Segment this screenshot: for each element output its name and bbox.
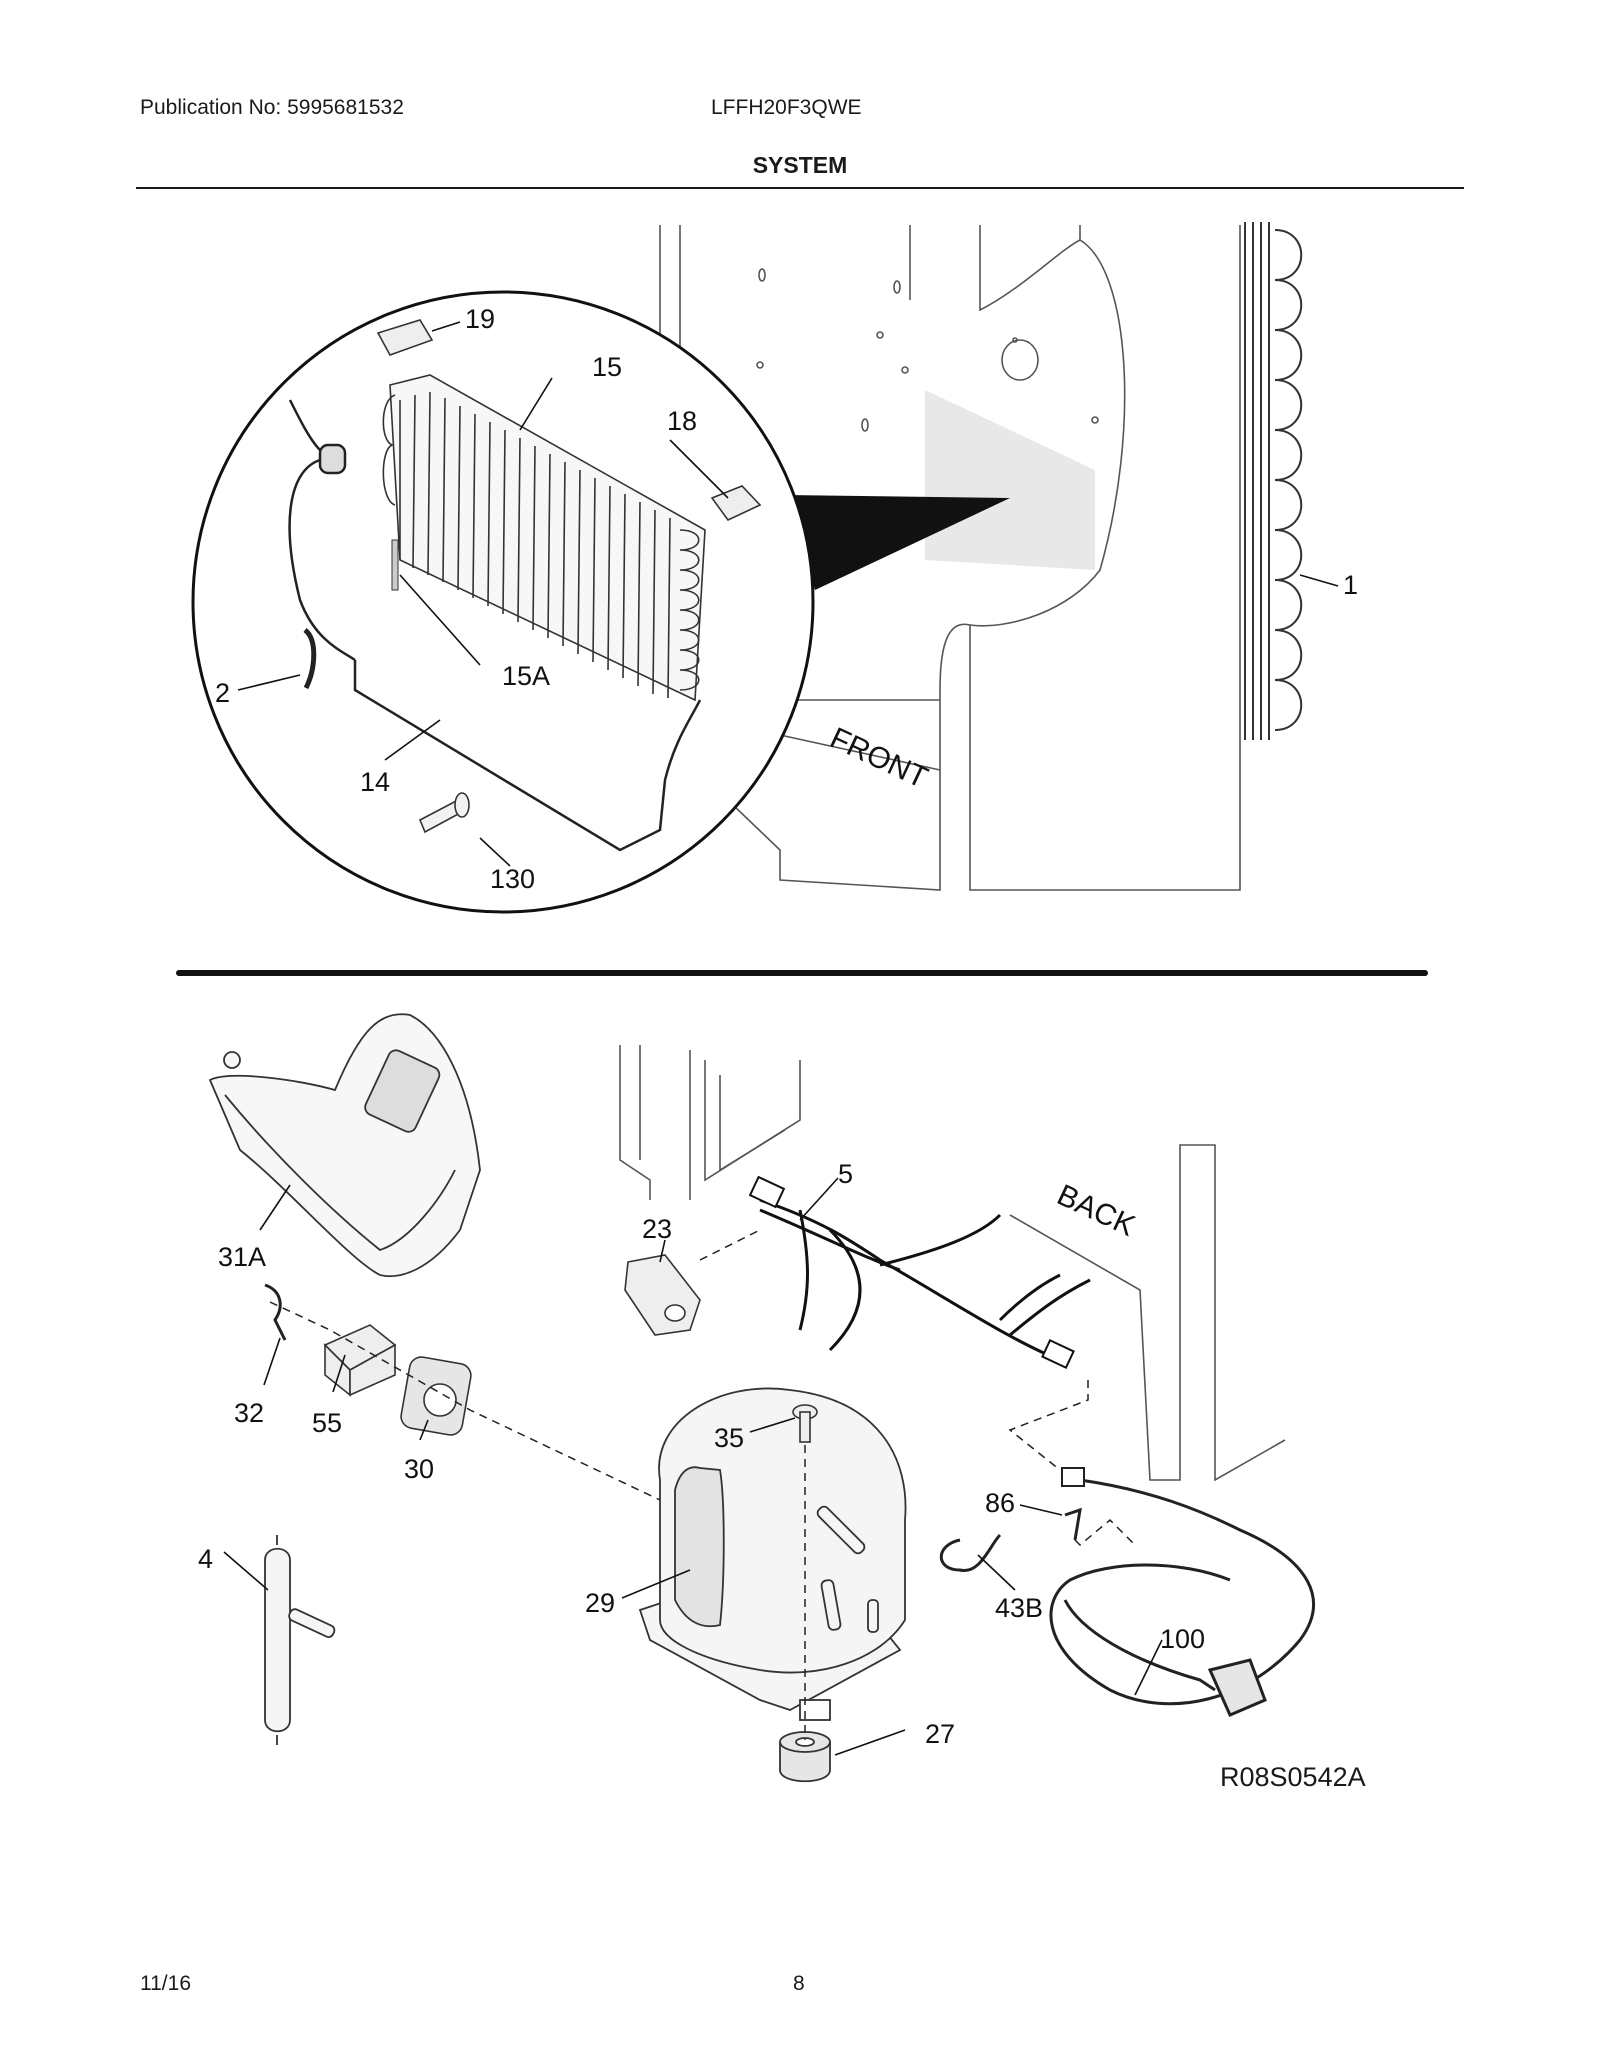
model-number: LFFH20F3QWE <box>711 96 862 119</box>
label-55: 55 <box>312 1408 342 1438</box>
cabinet-front-label: FRONT <box>825 721 933 795</box>
label-5: 5 <box>838 1159 853 1189</box>
cabinet-back-label: BACK <box>1052 1178 1140 1242</box>
part-29-compressor <box>638 1387 907 1721</box>
part-4-drier <box>264 1535 336 1745</box>
label-23: 23 <box>642 1214 672 1244</box>
label-15a: 15A <box>502 661 550 691</box>
page-number: 8 <box>793 1972 805 1995</box>
part-15a-sensor <box>391 539 399 591</box>
label-100: 100 <box>1160 1624 1205 1654</box>
label-15: 15 <box>592 352 622 382</box>
callout-pointer <box>785 495 1010 590</box>
footer-date: 11/16 <box>140 1972 191 1995</box>
defrost-heater-wiring <box>288 399 702 852</box>
part-23-device <box>624 1254 701 1336</box>
label-31a: 31A <box>218 1242 266 1272</box>
part-31a-drain-pan <box>208 1013 481 1278</box>
part-100-power-cord <box>1049 1467 1315 1717</box>
part-19-block <box>376 319 434 356</box>
label-4: 4 <box>198 1544 213 1574</box>
label-86: 86 <box>985 1488 1015 1518</box>
label-19: 19 <box>465 304 495 334</box>
top-leader-lines <box>237 321 1339 867</box>
top-part-labels: 19 15 18 1 2 15A 14 130 <box>215 304 1358 894</box>
part-30-overload <box>400 1356 472 1436</box>
label-2: 2 <box>215 678 230 708</box>
label-30: 30 <box>404 1454 434 1484</box>
part-32-clip <box>264 1283 287 1341</box>
cabinet-rear-view <box>619 1045 1286 1482</box>
evaporator-assembly <box>382 374 706 702</box>
part-130-pin <box>418 792 470 834</box>
part-86-screw <box>1064 1507 1082 1541</box>
header-divider <box>136 187 1464 189</box>
label-35: 35 <box>714 1423 744 1453</box>
label-18: 18 <box>667 406 697 436</box>
part-35-bolt <box>792 1404 818 1443</box>
bottom-leader-lines <box>223 1177 1163 1756</box>
label-43b: 43B <box>995 1593 1043 1623</box>
label-130: 130 <box>490 864 535 894</box>
assembly-dash-lines <box>269 1229 1136 1740</box>
part-2-clip <box>303 628 317 690</box>
label-27: 27 <box>925 1719 955 1749</box>
label-14: 14 <box>360 767 390 797</box>
part-5-wire-harness <box>748 1175 1091 1369</box>
label-29: 29 <box>585 1588 615 1618</box>
label-32: 32 <box>234 1398 264 1428</box>
bottom-part-labels: 31A 5 23 32 55 30 35 86 4 29 43B 100 27 <box>198 1159 1205 1749</box>
evaporator-location-shade <box>925 390 1095 570</box>
label-1: 1 <box>1343 570 1358 600</box>
section-divider <box>176 970 1428 976</box>
part-43b-clip <box>939 1533 1002 1572</box>
page-title: SYSTEM <box>752 152 848 178</box>
publication-number: Publication No: 5995681532 <box>140 96 404 119</box>
condenser-coil <box>1244 222 1303 740</box>
diagram-reference-code: R08S0542A <box>1220 1762 1366 1792</box>
